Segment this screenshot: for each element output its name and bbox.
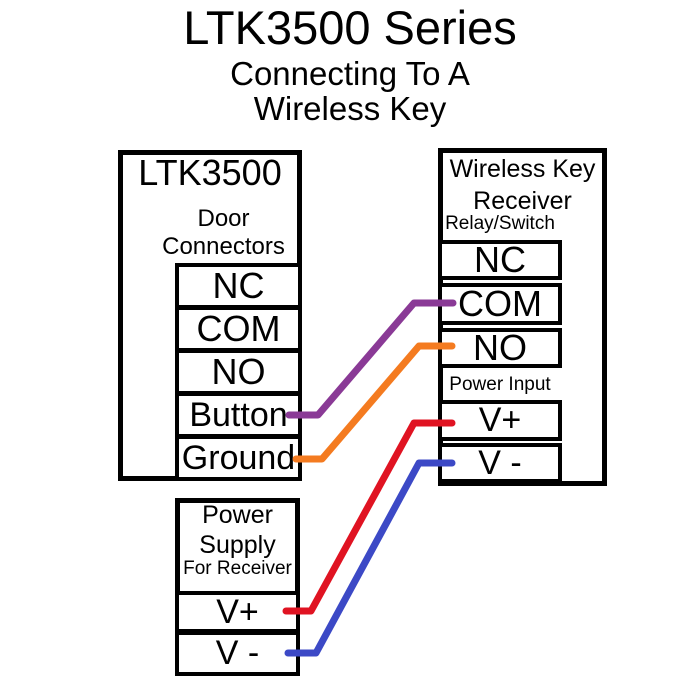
wire-vminus-to-vminus [284, 459, 456, 657]
receiver-box-title-line1: Wireless Key [449, 155, 596, 183]
power-supply-box-subtitle: For Receiver [183, 558, 292, 579]
receiver-terminal-vplus: V+ [438, 400, 562, 441]
receiver-terminal-com: COM [438, 283, 562, 325]
wire-ground-to-no [292, 342, 456, 463]
receiver-relay-section-label: Relay/Switch [445, 213, 555, 234]
power-supply-box-title: Power Supply [175, 500, 300, 560]
ltk3500-box-subtitle-line1: Door [197, 205, 250, 232]
ltk3500-terminal-ground: Ground [175, 435, 302, 481]
ltk3500-terminal-nc: NC [175, 263, 302, 309]
power-supply-title-line2: Supply [199, 531, 276, 559]
power-supply-terminal-vminus: V - [175, 631, 300, 676]
ltk3500-box-subtitle-line2: Connectors [162, 233, 285, 260]
receiver-box-title-line2: Receiver [473, 187, 572, 215]
ltk3500-box-subtitle: Door Connectors [145, 205, 302, 261]
receiver-box-title: Wireless Key Receiver [438, 153, 607, 217]
ltk3500-terminal-com: COM [175, 306, 302, 352]
wire-button-to-com [285, 299, 457, 419]
receiver-power-section-label: Power Input [449, 374, 551, 395]
power-supply-title-line1: Power [202, 501, 273, 529]
receiver-terminal-no: NO [438, 327, 562, 368]
page-subtitle-line1: Connecting To A [230, 55, 470, 92]
ltk3500-box-title: LTK3500 [138, 152, 282, 193]
page-title: LTK3500 Series [183, 1, 517, 54]
ltk3500-terminal-no: NO [175, 349, 302, 395]
page-subtitle: Connecting To A Wireless Key [0, 56, 700, 126]
ltk3500-terminal-button: Button [175, 392, 302, 438]
page-subtitle-line2: Wireless Key [253, 90, 447, 127]
wire-vplus-to-vplus [282, 419, 456, 615]
power-supply-terminal-vplus: V+ [175, 591, 300, 633]
receiver-terminal-nc: NC [438, 239, 562, 280]
receiver-terminal-vminus: V - [438, 443, 562, 483]
